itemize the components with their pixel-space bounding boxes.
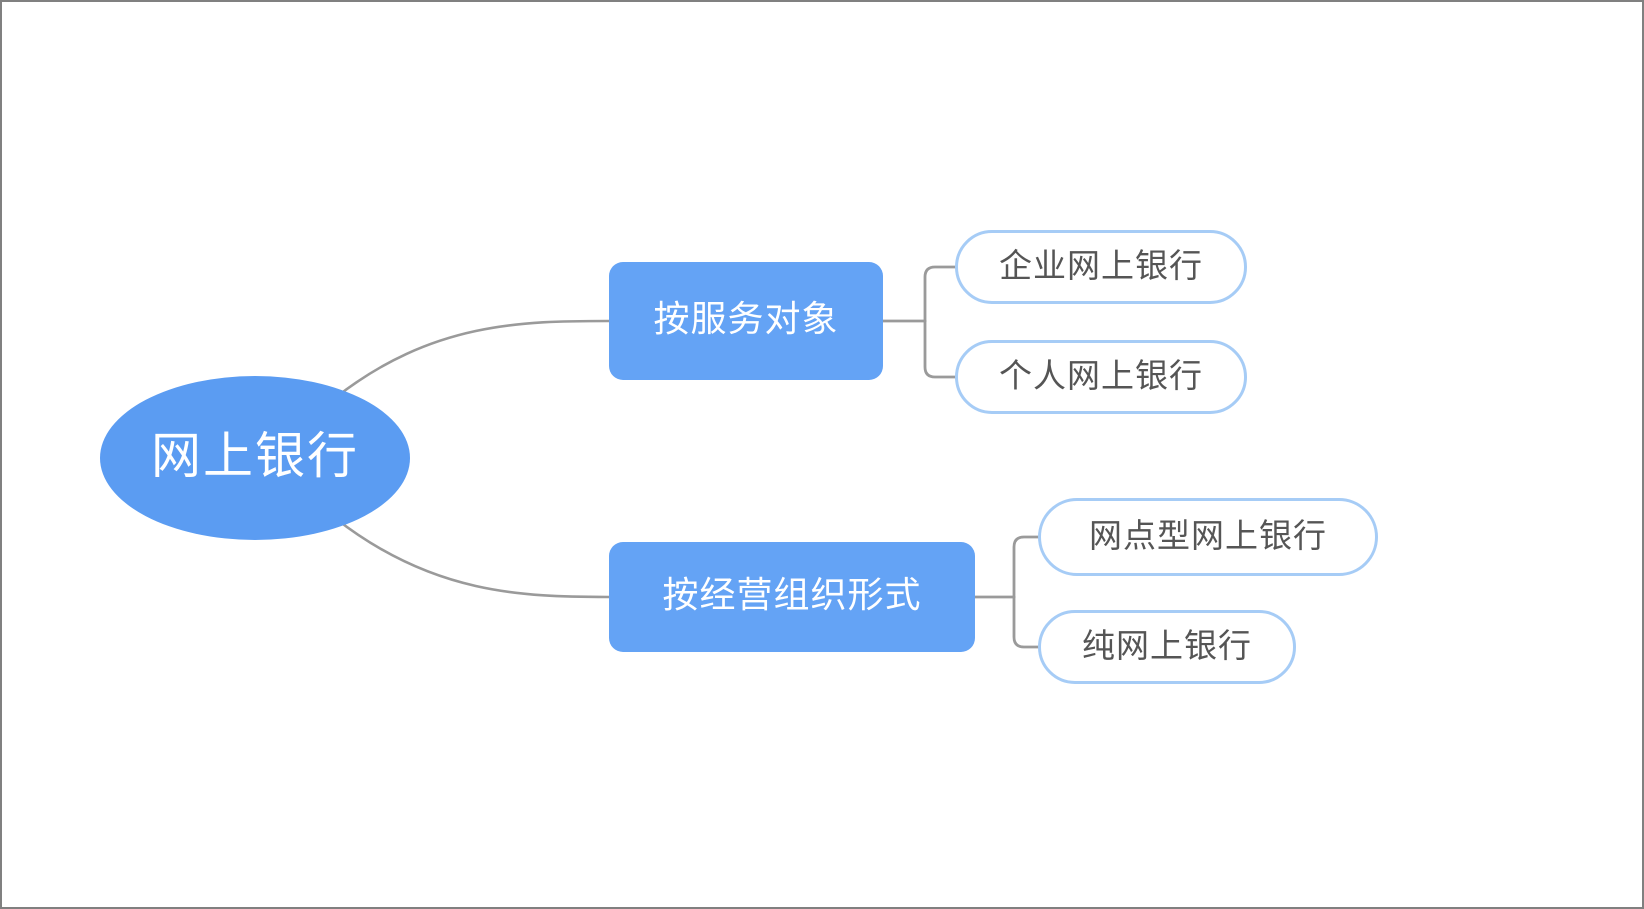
edge-branch-b-to-leaf-4 xyxy=(1012,595,1040,649)
branch-node-by-org-form[interactable]: 按经营组织形式 xyxy=(609,542,975,652)
edge-branch-b-to-leaf-3 xyxy=(1012,535,1040,599)
edge-branch-a-to-leaf-2 xyxy=(923,319,957,379)
leaf-node-personal-online-banking[interactable]: 个人网上银行 xyxy=(955,340,1247,414)
root-node-label: 网上银行 xyxy=(151,427,359,485)
leaf-node-label: 纯网上银行 xyxy=(1082,626,1252,665)
leaf-node-branch-type-online-banking[interactable]: 网点型网上银行 xyxy=(1038,498,1378,576)
leaf-node-enterprise-online-banking[interactable]: 企业网上银行 xyxy=(955,230,1247,304)
edge-branch-a-to-leaf-1 xyxy=(923,265,957,323)
leaf-node-label: 企业网上银行 xyxy=(999,246,1203,285)
branch-node-label: 按经营组织形式 xyxy=(662,574,922,616)
branch-node-label: 按服务对象 xyxy=(653,298,839,340)
edge-root-to-branch-b xyxy=(333,516,611,599)
leaf-node-pure-online-banking[interactable]: 纯网上银行 xyxy=(1038,610,1296,684)
leaf-node-label: 个人网上银行 xyxy=(999,356,1203,395)
root-node[interactable]: 网上银行 xyxy=(100,376,410,540)
leaf-node-label: 网点型网上银行 xyxy=(1089,516,1327,555)
edge-root-to-branch-a xyxy=(333,319,611,400)
branch-node-by-service-target[interactable]: 按服务对象 xyxy=(609,262,883,380)
